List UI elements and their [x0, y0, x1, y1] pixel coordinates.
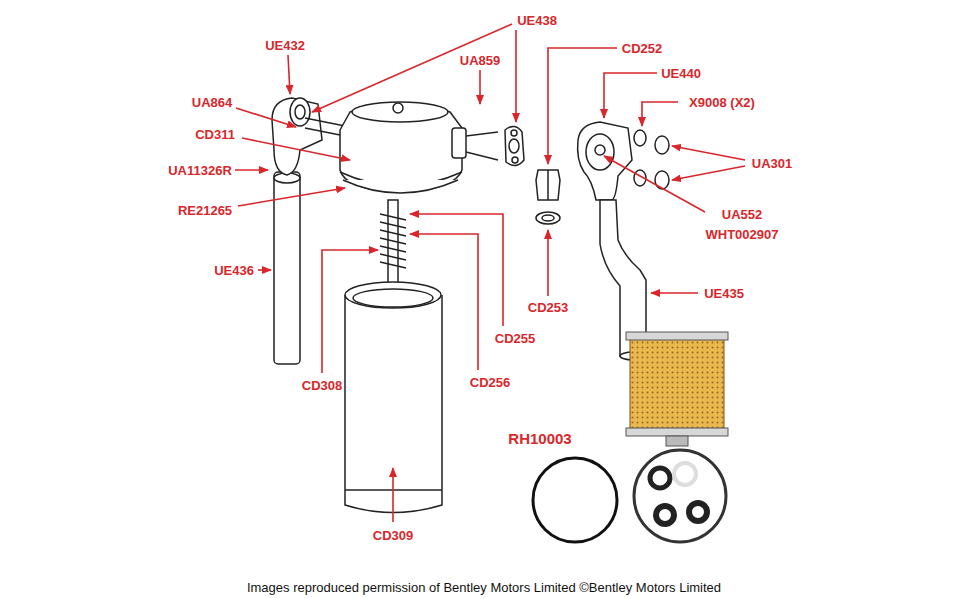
part-number: UE436 [214, 263, 254, 278]
part-number: UE435 [704, 286, 744, 301]
part-number: CD252 [622, 41, 662, 56]
part-number: CD255 [495, 331, 535, 346]
seal-kit [533, 450, 726, 542]
part-number: RH10003 [508, 431, 571, 446]
part-number: UA301 [752, 156, 792, 171]
part-number: UE440 [661, 66, 701, 81]
part-number: X9008 (X2) [689, 95, 755, 110]
filter-element [626, 332, 728, 446]
part-number: UA11326R [168, 163, 232, 178]
part-number: CD309 [373, 528, 413, 543]
part-number: CD256 [470, 375, 510, 390]
caption: Images reproduced permission of Bentley … [247, 580, 721, 595]
leader-lines [235, 24, 745, 522]
part-number: UA859 [460, 53, 500, 68]
part-number: UE438 [517, 13, 557, 28]
filter-assembly [272, 98, 669, 513]
part-number: UA864 [192, 95, 232, 110]
part-number: WHT002907 [706, 227, 779, 242]
part-number: CD308 [302, 378, 342, 393]
part-number: UA552 [722, 207, 762, 222]
part-number: CD311 [195, 127, 235, 142]
part-number: RE21265 [178, 203, 232, 218]
part-number: UE432 [265, 38, 305, 53]
part-number: CD253 [528, 300, 568, 315]
